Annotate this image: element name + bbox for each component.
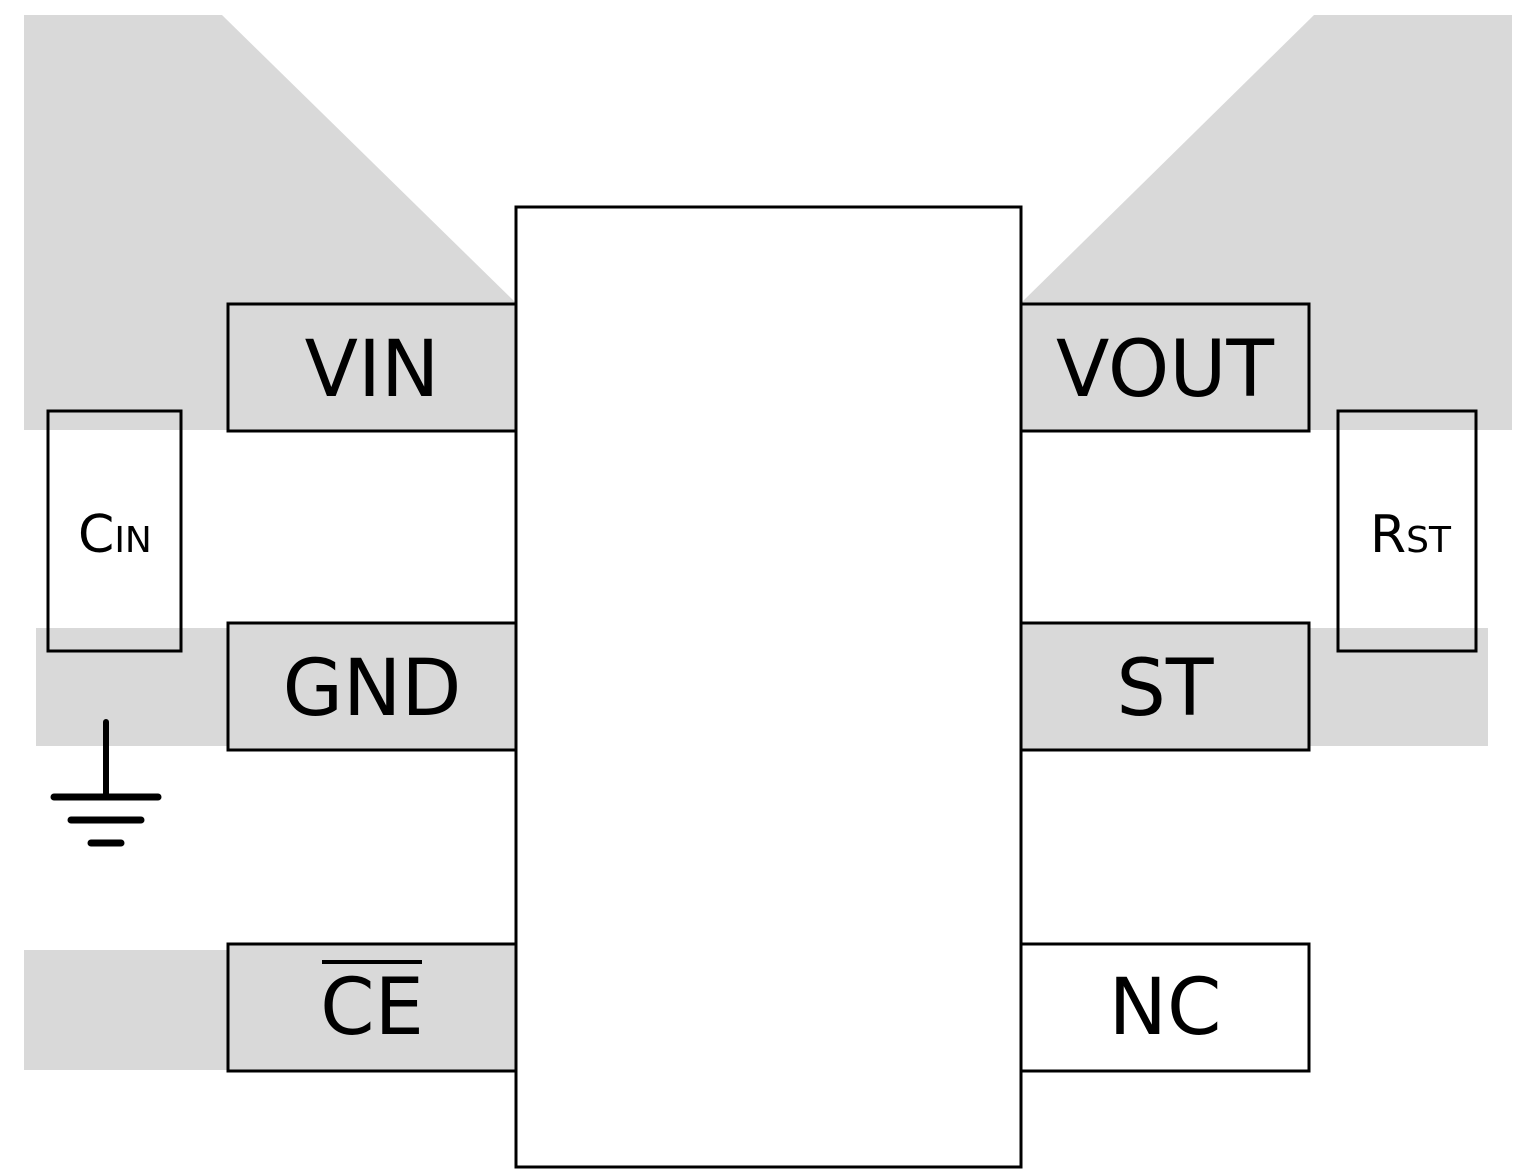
- pin-ce-label: CE: [320, 963, 424, 1053]
- rst-label-sub: ST: [1406, 520, 1452, 561]
- pin-st: ST: [1019, 621, 1311, 752]
- pin-gnd: GND: [226, 621, 518, 752]
- pin-vout-label: VOUT: [1056, 325, 1274, 415]
- rst-label: RST: [1370, 505, 1452, 565]
- pin-vin-label: VIN: [305, 325, 440, 415]
- cin-label-main: C: [78, 505, 114, 565]
- pin-nc-label: NC: [1109, 963, 1222, 1053]
- rst-label-main: R: [1370, 505, 1406, 565]
- pin-vout: VOUT: [1019, 302, 1311, 433]
- ground-icon: [50, 719, 162, 847]
- resistor-rst: RST: [1336, 409, 1478, 653]
- ic-body: [514, 205, 1023, 1169]
- capacitor-cin: CIN: [46, 409, 183, 653]
- pin-vin: VIN: [226, 302, 518, 433]
- pin-st-label: ST: [1116, 644, 1214, 734]
- cin-label-sub: IN: [114, 520, 152, 561]
- pin-gnd-label: GND: [283, 644, 462, 734]
- pin-ce: CE: [226, 942, 518, 1073]
- cin-label: CIN: [78, 505, 152, 565]
- pin-nc: NC: [1019, 942, 1311, 1073]
